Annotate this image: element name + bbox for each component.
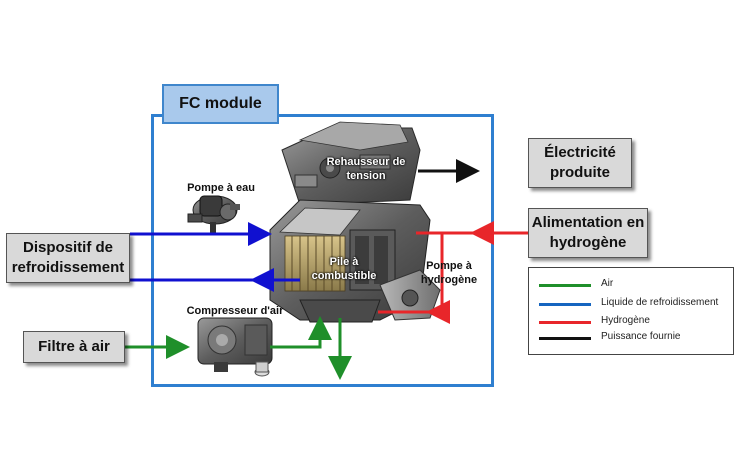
legend-item-hydrogen: Hydrogène <box>529 315 733 329</box>
legend-label-power: Puissance fournie <box>601 331 681 342</box>
legend-item-air: Air <box>529 278 733 292</box>
alimentation-box: Alimentation en hydrogène <box>528 208 648 258</box>
legend-label-coolant: Liquide de refroidissement <box>601 297 719 308</box>
legend-label-air: Air <box>601 278 614 289</box>
air-compressor-illustration <box>197 317 273 377</box>
compresseur-label: Compresseur d'air <box>186 305 284 317</box>
legend-item-coolant: Liquide de refroidissement <box>529 297 733 311</box>
legend-swatch-power <box>539 337 591 340</box>
legend: Air Liquide de refroidissement Hydrogène… <box>528 267 734 355</box>
legend-label-hydrogen: Hydrogène <box>601 315 650 326</box>
rehausseur-label: Rehausseur de tension <box>326 156 406 182</box>
filtre-box: Filtre à air <box>23 331 125 363</box>
legend-swatch-air <box>539 284 591 287</box>
fc-module-title: FC module <box>162 84 279 124</box>
pile-label: Pile à combustible <box>311 256 377 282</box>
legend-swatch-coolant <box>539 303 591 306</box>
air-to-stack-arrow <box>270 316 332 349</box>
fc-module-frame <box>151 114 494 387</box>
legend-item-power: Puissance fournie <box>529 331 733 345</box>
legend-swatch-hydrogen <box>539 321 591 324</box>
water-pump-illustration <box>187 195 240 234</box>
dispositif-box: Dispositif de refroidissement <box>6 233 130 283</box>
pompe-h2-label: Pompe à hydrogène <box>420 260 478 286</box>
pompe-eau-label: Pompe à eau <box>187 182 255 194</box>
fuel-cell-assembly-illustration <box>269 121 441 323</box>
electricite-box: Électricité produite <box>528 138 632 188</box>
